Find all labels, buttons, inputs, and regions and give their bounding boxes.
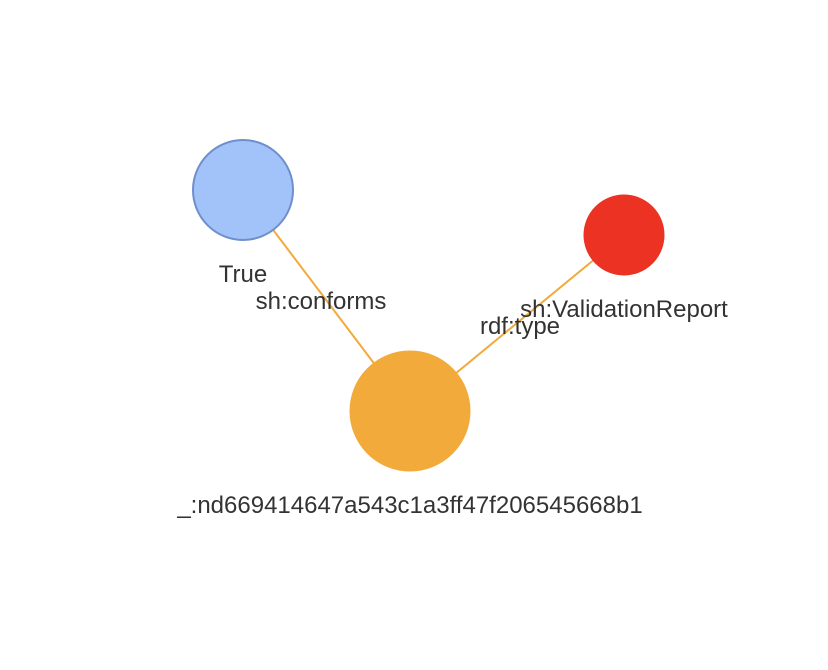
node-label-sh-validation-report: sh:ValidationReport — [520, 296, 728, 323]
edge-label-sh-conforms: sh:conforms — [256, 288, 387, 315]
node-validation-report-blank-node[interactable] — [349, 350, 471, 472]
node-sh-validation-report[interactable] — [583, 194, 665, 276]
node-label-true: True — [219, 261, 267, 288]
node-label-blank-node: _:nd669414647a543c1a3ff47f206545668b1 — [176, 492, 642, 519]
node-true[interactable] — [192, 139, 294, 241]
edge-label-rdf-type: rdf:type — [480, 313, 560, 340]
